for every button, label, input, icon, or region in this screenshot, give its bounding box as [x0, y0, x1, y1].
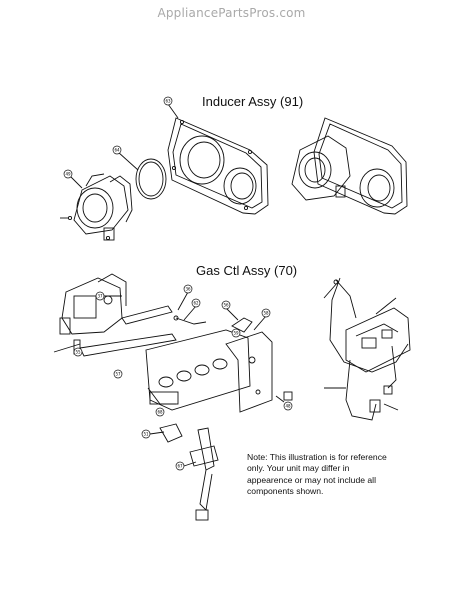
gas-valve [53, 273, 127, 355]
callout-57: 57 [113, 369, 123, 379]
svg-text:55: 55 [75, 350, 81, 355]
callout-37: 37 [95, 291, 105, 301]
svg-text:36: 36 [185, 287, 191, 292]
svg-text:58: 58 [263, 311, 269, 316]
rollout-switch [283, 391, 293, 401]
svg-text:67: 67 [177, 464, 183, 469]
callout-55: 55 [73, 347, 83, 357]
callout-markers: 63 64 49 37 36 62 56 58 55 57 59 48 51 6… [63, 96, 293, 471]
flame-sensor [173, 315, 207, 325]
svg-text:68: 68 [157, 410, 163, 415]
svg-text:62: 62 [193, 301, 199, 306]
callout-58: 58 [261, 308, 271, 318]
callout-36: 36 [183, 284, 193, 294]
callout-51: 51 [141, 429, 151, 439]
burner-assembly [145, 329, 273, 413]
svg-text:56: 56 [223, 303, 229, 308]
reference-note: Note: This illustration is for reference… [247, 452, 387, 497]
watermark: AppliancePartsPros.com [157, 6, 306, 20]
gas-ctl-assy-title: Gas Ctl Assy (70) [196, 263, 298, 278]
svg-text:64: 64 [114, 148, 120, 153]
inducer-housing-exploded [167, 117, 269, 215]
callout-59: 59 [231, 328, 241, 338]
wiring-harness [323, 277, 411, 421]
igniter [231, 317, 253, 333]
bracket-and-igniter-lower [159, 423, 219, 521]
callout-63: 63 [163, 96, 173, 106]
inducer-gasket-ring [135, 158, 167, 200]
gas-manifold-pipe [79, 305, 177, 357]
svg-text:49: 49 [65, 172, 71, 177]
callout-62: 62 [191, 298, 201, 308]
svg-text:48: 48 [285, 404, 291, 409]
inducer-motor [60, 173, 133, 241]
svg-text:59: 59 [233, 331, 239, 336]
inducer-assembled [291, 117, 408, 215]
callout-56: 56 [221, 300, 231, 310]
callout-64: 64 [112, 145, 122, 155]
svg-text:63: 63 [165, 99, 171, 104]
callout-49: 49 [63, 169, 73, 179]
callout-67: 67 [175, 461, 185, 471]
svg-text:37: 37 [97, 294, 103, 299]
callout-48: 48 [283, 401, 293, 411]
inducer-assy-title: Inducer Assy (91) [202, 94, 304, 109]
svg-text:57: 57 [115, 372, 121, 377]
callout-68: 68 [155, 407, 165, 417]
svg-text:51: 51 [143, 432, 149, 437]
